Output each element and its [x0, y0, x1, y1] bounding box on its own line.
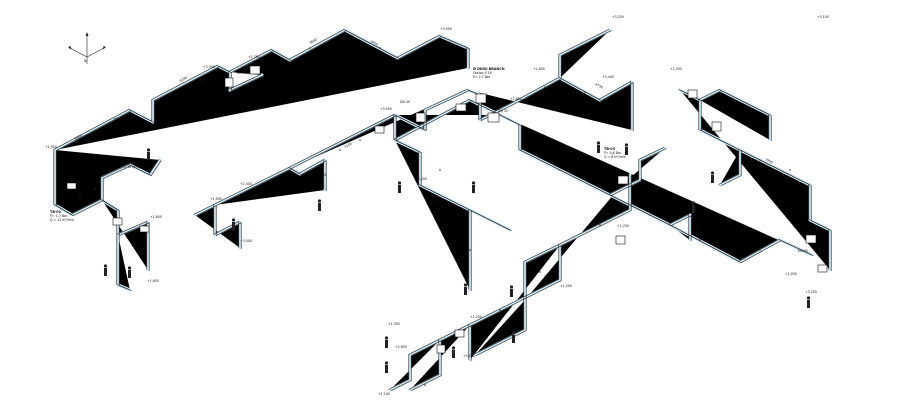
elev-label: +1,350	[388, 322, 400, 326]
dimension: 1850	[430, 197, 439, 204]
dimension: 3600	[570, 165, 579, 172]
dimension: 5100	[344, 142, 353, 149]
note-line: P= 0,5 Bar	[120, 161, 138, 165]
elev-label: +1,650	[147, 279, 159, 283]
elev-label: +3,150	[113, 117, 125, 121]
elev-label: +3,350	[203, 65, 215, 69]
elev-label: +2,150	[315, 173, 327, 177]
valve-blocks	[66, 65, 828, 354]
elev-label: +2,500	[534, 257, 546, 261]
note-line: Q = 10 m³/min	[120, 165, 144, 169]
elev-label: +2,600	[533, 67, 545, 71]
drop-markers	[103, 141, 811, 373]
elev-label: +1,100	[378, 392, 390, 396]
flange-dots	[79, 47, 791, 386]
note-line: Q = 8 m³/min	[604, 155, 626, 159]
elevation-labels: +2,950 +3,150 +3,350 +2,750 +3,550 +3,20…	[45, 15, 829, 396]
note-line: Q = 12 m³/min	[50, 218, 74, 222]
note-title: TB-01	[120, 157, 132, 161]
elev-label: +3,100	[817, 15, 829, 19]
dimension: 2900	[765, 157, 774, 164]
elev-label: +1,200	[470, 315, 482, 319]
pipe-network	[53, 28, 832, 392]
size-tag: DN 50	[237, 71, 247, 75]
note-title: TB-03	[604, 147, 616, 151]
size-tag: DN 32	[498, 109, 508, 113]
note-line: P= 2,7 Bar	[473, 75, 491, 79]
elev-label: +2,950	[45, 145, 57, 149]
elev-label: +2,750	[248, 55, 260, 59]
elev-label: +2,200	[415, 177, 427, 181]
elev-label: +2,050	[785, 272, 797, 276]
pipe-size-tags: DN 50 DN 40 DN 32 DN 25 DN 65	[237, 71, 808, 253]
dimension: 4200	[179, 76, 188, 83]
compass-label: N	[84, 59, 87, 63]
size-tag: DN 40	[400, 100, 410, 104]
elev-label: +3,000	[240, 239, 252, 243]
note-title: TB-02	[50, 210, 62, 214]
size-tag: DN 65	[798, 249, 808, 253]
elev-label: +2,400	[240, 182, 252, 186]
elev-label: +1,400	[793, 225, 805, 229]
annotation-notes: TB-01 P= 0,5 Bar Q = 10 m³/min TB-02 P= …	[50, 66, 626, 222]
elev-label: +1,950	[210, 197, 222, 201]
dimension: 4750	[595, 82, 604, 89]
elev-label: +1,800	[150, 215, 162, 219]
note-line: P= 1,0 Bar	[50, 214, 68, 218]
dimension-labels: 4200 3800 2450 5100 1850 3600 2900 4750 …	[74, 38, 774, 279]
elev-label: +3,050	[380, 107, 392, 111]
elev-label: +3,550	[440, 27, 452, 31]
elev-label: +2,850	[510, 97, 522, 101]
elev-label: +3,400	[602, 75, 614, 79]
note-line: P= 0,6 Bar	[604, 151, 622, 155]
note-line: Option P-16	[473, 71, 492, 75]
dimension: 2450	[370, 39, 379, 46]
dimension: 3300	[74, 134, 83, 141]
elev-label: +3,500	[463, 354, 475, 358]
elev-label: +2,300	[670, 67, 682, 71]
size-tag: DN 25	[605, 212, 615, 216]
elev-label: +3,250	[805, 290, 817, 294]
elev-label: +3,200	[612, 15, 624, 19]
elev-label: +2,650	[395, 345, 407, 349]
orientation-compass: N	[68, 32, 106, 64]
dimension: 1600	[544, 272, 553, 279]
elev-label: +1,500	[560, 284, 572, 288]
dimension: 3800	[309, 38, 318, 45]
elev-label: +2,700	[617, 224, 629, 228]
note-title: Ø DN50 BRANCH	[473, 66, 505, 71]
